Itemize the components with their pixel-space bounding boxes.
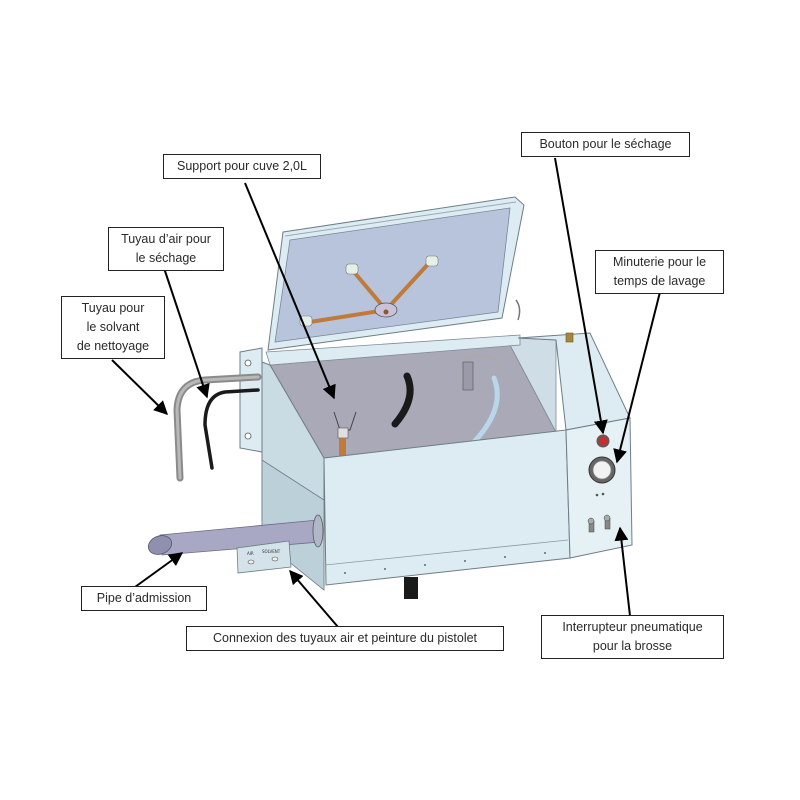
callout-support-cuve: Support pour cuve 2,0L bbox=[163, 154, 321, 179]
air-hose bbox=[203, 388, 260, 470]
callout-text: temps de lavage bbox=[613, 274, 706, 288]
callout-text: le solvant bbox=[86, 320, 140, 334]
nozzle bbox=[425, 255, 439, 267]
callout-text: Pipe d’admission bbox=[96, 591, 192, 605]
callout-text: Minuterie pour le bbox=[612, 255, 707, 269]
callout-text: le séchage bbox=[135, 251, 197, 265]
callout-connexion-tuyaux: Connexion des tuyaux air et peinture du … bbox=[186, 626, 504, 651]
gun-connection-bracket: AIR SOLVENT bbox=[236, 540, 292, 574]
callout-minuterie: Minuterie pour le temps de lavage bbox=[595, 250, 724, 294]
leader-support-cuve bbox=[244, 182, 336, 400]
solvent-port-label: SOLVENT bbox=[262, 549, 281, 554]
intake-pipe bbox=[147, 514, 324, 556]
leader-interrupteur bbox=[614, 526, 631, 617]
callout-text: Bouton pour le séchage bbox=[539, 137, 672, 151]
brush-hose bbox=[391, 372, 414, 428]
callout-text: Interrupteur pneumatique bbox=[562, 620, 703, 634]
drying-button bbox=[596, 434, 610, 448]
fitting bbox=[565, 332, 574, 343]
spray-arms bbox=[299, 255, 439, 327]
clear-hose bbox=[471, 375, 500, 445]
timer-knob bbox=[588, 456, 616, 484]
callout-text: Tuyau d’air pour bbox=[121, 232, 211, 246]
pneumatic-switches bbox=[587, 514, 611, 533]
front-panel bbox=[323, 429, 571, 586]
callout-interrupteur: Interrupteur pneumatique pour la brosse bbox=[541, 615, 724, 659]
leader-bouton-sechage bbox=[554, 157, 608, 435]
callout-text: Tuyau pour bbox=[81, 301, 145, 315]
lid bbox=[267, 196, 525, 351]
callout-text: pour la brosse bbox=[592, 639, 673, 653]
leader-pipe-admission bbox=[134, 552, 184, 588]
drain-pipe bbox=[404, 577, 418, 599]
nozzle bbox=[345, 263, 359, 275]
callout-tuyau-air: Tuyau d’air pour le séchage bbox=[108, 227, 224, 271]
callout-pipe-admission: Pipe d’admission bbox=[81, 586, 207, 611]
leader-tuyau-solvant bbox=[111, 359, 168, 415]
callout-text: Support pour cuve 2,0L bbox=[177, 159, 307, 173]
valve-fitting bbox=[462, 361, 474, 391]
callout-text: Connexion des tuyaux air et peinture du … bbox=[212, 631, 478, 645]
wall-bracket bbox=[239, 347, 263, 453]
air-port-label: AIR bbox=[247, 551, 254, 556]
callout-tuyau-solvant: Tuyau pour le solvant de nettoyage bbox=[61, 296, 165, 359]
callout-bouton-sechage: Bouton pour le séchage bbox=[521, 132, 690, 157]
callout-text: de nettoyage bbox=[76, 339, 150, 353]
leader-tuyau-air bbox=[163, 267, 210, 399]
leader-minuterie bbox=[613, 291, 661, 464]
cup-support bbox=[333, 411, 357, 462]
leader-connexion-tuyaux bbox=[289, 569, 339, 628]
